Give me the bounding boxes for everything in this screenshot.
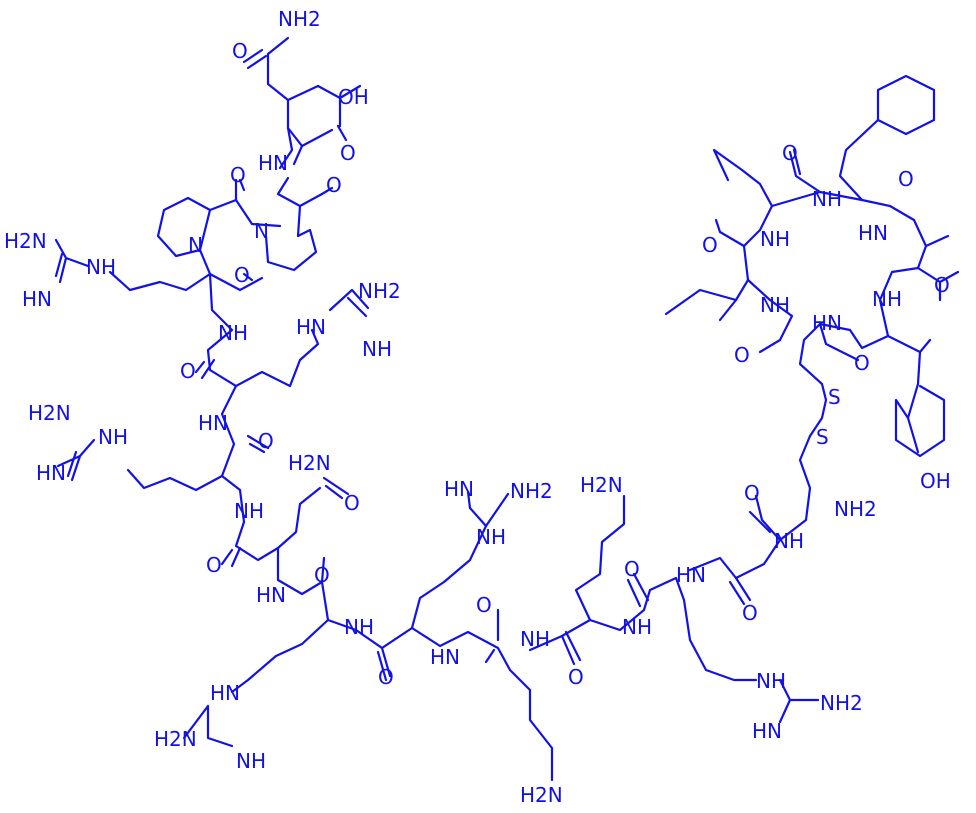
label-nh-ring-f: NH bbox=[812, 187, 842, 211]
label-nh-arg1: NH bbox=[86, 255, 116, 279]
label-nh-bb4: NH bbox=[344, 615, 374, 639]
label-hn-ring-c: HN bbox=[812, 311, 842, 335]
label-o-ring-d: O bbox=[934, 273, 950, 297]
label-nh2-top: NH2 bbox=[278, 7, 321, 31]
label-hn-arg2: HN bbox=[296, 315, 326, 339]
label-o-bb3: O bbox=[314, 563, 330, 587]
label-nh-arg2-b: NH bbox=[362, 337, 392, 361]
label-s1: S bbox=[816, 425, 829, 449]
label-h2n-arg1: H2N bbox=[4, 229, 47, 253]
label-o-pro2: O bbox=[230, 163, 246, 187]
label-h2n-lys2: H2N bbox=[580, 473, 623, 497]
label-o-gln2: O bbox=[344, 491, 360, 515]
label-o-gln-bb: O bbox=[206, 553, 222, 577]
label-o-ring-b: O bbox=[734, 343, 750, 367]
label-hn-bb8: HN bbox=[676, 563, 706, 587]
label-h2n-arg4: H2N bbox=[154, 727, 197, 751]
label-n-pro2: N bbox=[254, 219, 269, 243]
label-hn-bb2: HN bbox=[198, 411, 228, 435]
label-o-cys: O bbox=[744, 481, 760, 505]
label-oh-tyr: OH bbox=[920, 469, 951, 493]
label-n-pro1: N bbox=[188, 233, 203, 257]
label-o-pro1: O bbox=[326, 173, 342, 197]
label-h2n-gln2: H2N bbox=[288, 451, 331, 475]
atom-labels: NH2 O OH O HN O O N N O H2N NH HN NH NH2… bbox=[4, 7, 951, 807]
label-nh2-cys: NH2 bbox=[834, 497, 877, 521]
label-o-arg2: O bbox=[180, 359, 196, 383]
label-o-acid: O bbox=[340, 141, 356, 165]
label-hn-arg4: HN bbox=[210, 681, 240, 705]
label-hn-glu: HN bbox=[258, 151, 288, 175]
label-oh-top: OH bbox=[338, 85, 369, 109]
label-h2n-arg3: H2N bbox=[28, 401, 71, 425]
label-hn-arg3: HN bbox=[36, 461, 66, 485]
label-o-gly: O bbox=[742, 601, 758, 625]
label-nh-arg5: NH bbox=[476, 525, 506, 549]
label-hn-arg5-top: HN bbox=[444, 477, 474, 501]
label-o-bb4: O bbox=[378, 665, 394, 689]
label-o-ring-a: O bbox=[702, 233, 718, 257]
label-nh2-arg6: NH2 bbox=[820, 691, 863, 715]
label-o-ring-f: O bbox=[782, 141, 798, 165]
label-o-bb2: O bbox=[258, 429, 274, 453]
label-nh-ring-b: NH bbox=[760, 293, 790, 317]
label-o-ring-e: O bbox=[898, 167, 914, 191]
label-o-bb6: O bbox=[568, 665, 584, 689]
label-hn-bb3: HN bbox=[256, 583, 286, 607]
label-nh-arg6: NH bbox=[756, 669, 786, 693]
label-h2n-lys1: H2N bbox=[520, 783, 563, 807]
label-nh-gln: NH bbox=[234, 499, 264, 523]
label-s2: S bbox=[828, 385, 841, 409]
label-hn-ring-e: HN bbox=[858, 221, 888, 245]
label-nh2-arg5-top: NH2 bbox=[510, 479, 553, 503]
label-o-bb5: O bbox=[476, 593, 492, 617]
label-o-bb7: O bbox=[624, 557, 640, 581]
label-nh2-arg2-top: NH2 bbox=[358, 279, 401, 303]
label-nh-gly: NH bbox=[774, 529, 804, 553]
label-o-ring-c: O bbox=[854, 351, 870, 375]
label-nh-arg4-imine: NH bbox=[236, 749, 266, 773]
label-nh-bb7: NH bbox=[622, 615, 652, 639]
label-o-top-amide: O bbox=[232, 39, 248, 63]
label-nh-bb6: NH bbox=[520, 627, 550, 651]
label-hn-bb5: HN bbox=[430, 645, 460, 669]
bond-lines bbox=[54, 36, 960, 782]
label-nh-arg3: NH bbox=[98, 425, 128, 449]
label-o-pro-arg: O bbox=[234, 263, 250, 287]
label-hn-arg1: HN bbox=[22, 287, 52, 311]
label-hn-arg6: HN bbox=[752, 719, 782, 743]
label-nh-ring-a: NH bbox=[760, 227, 790, 251]
label-nh-ring-d: NH bbox=[872, 287, 902, 311]
label-nh-pro-arg: NH bbox=[218, 321, 248, 345]
